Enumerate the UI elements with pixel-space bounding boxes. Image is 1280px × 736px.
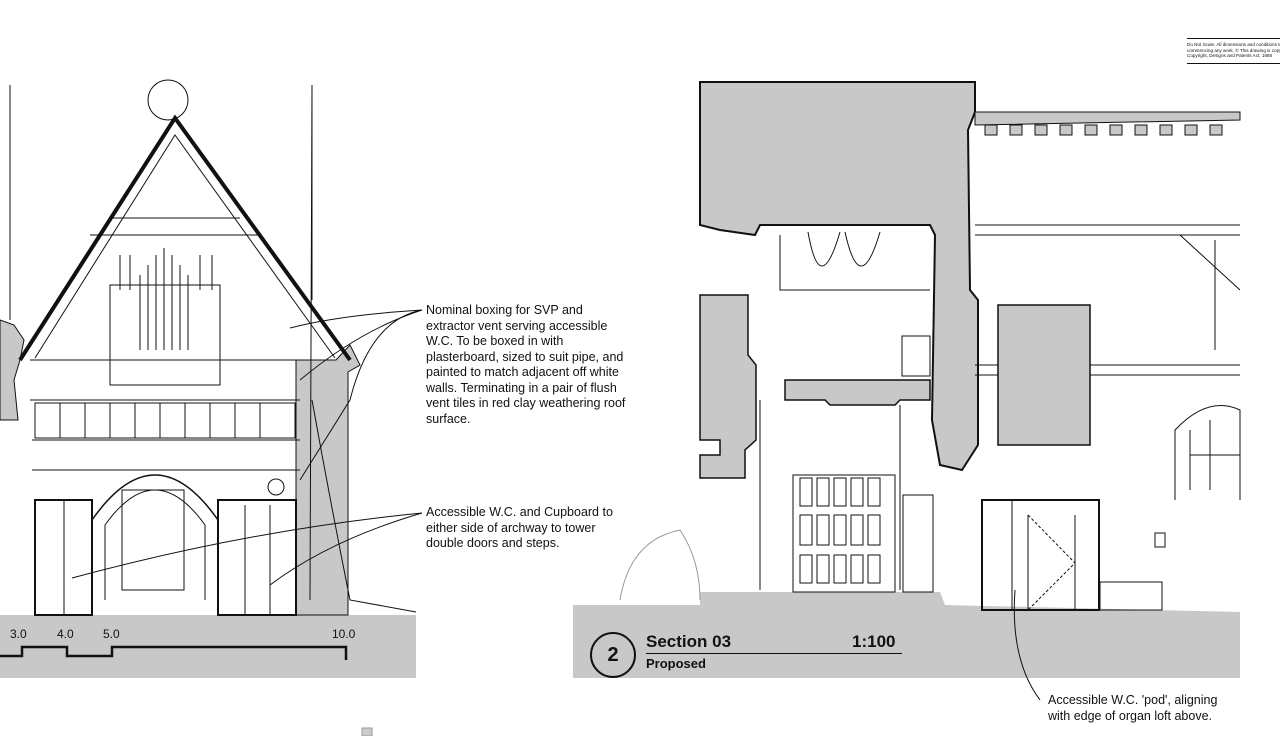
screen-panels [799,477,881,584]
ground-band-right [573,592,1240,678]
tower-screen-doors [792,474,896,593]
organ-loft-mass [997,304,1091,446]
pod-leader-line [1013,589,1041,701]
disclaimer-block: Do Not Scale. All dimensions and conditi… [1187,38,1280,64]
tower-section-mass [699,81,979,472]
section-03 [573,81,1241,701]
disclaimer-line: Do Not Scale. All dimensions and conditi… [1187,42,1280,47]
church-window [1174,405,1241,500]
tower-doors [121,489,185,591]
loft-balustrade [34,402,296,439]
archway [91,474,219,615]
title-underline [646,653,902,654]
scale-tick-label: 3.0 [10,627,27,641]
scale-bar [0,645,348,660]
left-elevation [0,79,423,736]
scale-tick-label: 4.0 [57,627,74,641]
tower-outline [9,84,313,601]
wc-pod [981,499,1100,611]
organ-pipes [119,248,213,350]
disclaimer-line: commencing any work. © This drawing is c… [1187,47,1280,53]
scale-tick-label: 5.0 [103,627,120,641]
wc-box-right [217,499,297,616]
scale-tick-label: 10.0 [332,627,356,641]
leader-lines [71,309,423,586]
left-pier [0,319,25,421]
note-wc-pod: Accessible W.C. 'pod', aligning with edg… [1048,693,1218,723]
right-wall-mass [295,344,361,616]
section-number-badge: 2 [590,632,636,678]
loft-floor-mass [784,379,931,406]
section-title: Section 03 [646,632,732,651]
note-wc-cupboard: Accessible W.C. and Cupboard to either s… [426,505,613,550]
note-svp-boxing: Nominal boxing for SVP and extractor ven… [426,303,626,426]
section-subtitle: Proposed [646,656,706,671]
organ [109,284,221,386]
section-scale: 1:100 [852,632,896,651]
left-wall-mass [699,294,757,479]
disclaimer-line: Copyright, Designs and Patents Act, 1988 [1187,53,1273,59]
rose-window [147,79,189,121]
roof-corbels [984,124,1223,136]
gable-roof [18,114,352,362]
